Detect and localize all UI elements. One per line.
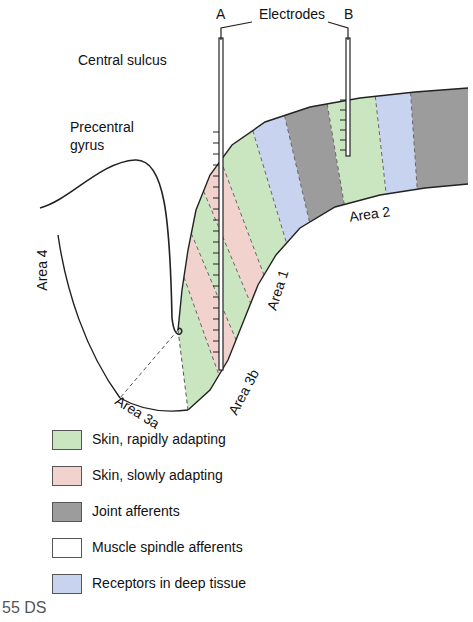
band-boundary [253,131,287,244]
legend-text: Muscle spindle afferents [92,539,243,555]
electrode-tick [213,253,219,254]
electrode-tick [213,209,219,210]
band-boundary [284,116,309,223]
electrode-tick [340,130,346,131]
electrode-tick [213,165,219,166]
area-label: B [344,6,353,22]
electrode-tick [213,231,219,232]
electrode [346,38,350,156]
area-label: Precentral gyrus [70,118,150,154]
area-label: Area 4 [34,249,50,290]
electrode-tick [213,187,219,188]
cortex-border [188,184,468,410]
electrode-tick [213,275,219,276]
electrode-tick [213,341,219,342]
area-label: A [216,6,225,22]
legend-swatch [52,574,82,594]
electrode-tick [213,198,219,199]
cortex-band [375,93,417,195]
band-boundary [375,96,386,194]
legend-text: Skin, slowly adapting [92,467,223,483]
area-label: Area 1 [264,268,292,312]
area-label: Area 3b [225,367,262,418]
legend-swatch [52,538,82,558]
band-boundary [327,104,344,205]
electrode-bracket [221,22,348,40]
electrode-tick [340,120,346,121]
area-label: Electrodes [257,6,327,22]
electrode-tick [213,352,219,353]
legend-text: Joint afferents [92,503,180,519]
cortex-band [327,96,386,204]
electrode-tick [213,154,219,155]
legend-swatch [52,466,82,486]
electrode-tick [340,100,346,101]
precentral-surface [40,160,182,334]
legend-text: Receptors in deep tissue [92,575,246,591]
watermark: 55 DS [2,600,46,616]
electrode-tick [213,143,219,144]
band-boundary [184,277,219,375]
electrode-tick [213,242,219,243]
legend-swatch [52,430,82,450]
band-boundary [221,160,264,275]
electrode-tick [213,308,219,309]
area-boundary [178,330,188,410]
electrode-tick [213,297,219,298]
white-matter-border [58,235,120,398]
electrode [219,38,223,370]
electrode-tick [340,110,346,111]
area-label: Area 2 [348,203,391,225]
legend-swatch [52,502,82,522]
cortex-band [411,88,468,189]
electrode-tick [213,319,219,320]
electrode-tick [340,140,346,141]
electrode-tick [213,132,219,133]
electrode-tick [213,286,219,287]
electrode-tick [213,176,219,177]
area-label: Central sulcus [78,52,167,68]
area-boundary [120,330,178,398]
legend-text: Skin, rapidly adapting [92,431,226,447]
band-boundary [411,92,418,189]
electrode-tick [213,264,219,265]
electrode-tick [213,330,219,331]
electrode-tick [213,220,219,221]
electrode-tick [340,150,346,151]
